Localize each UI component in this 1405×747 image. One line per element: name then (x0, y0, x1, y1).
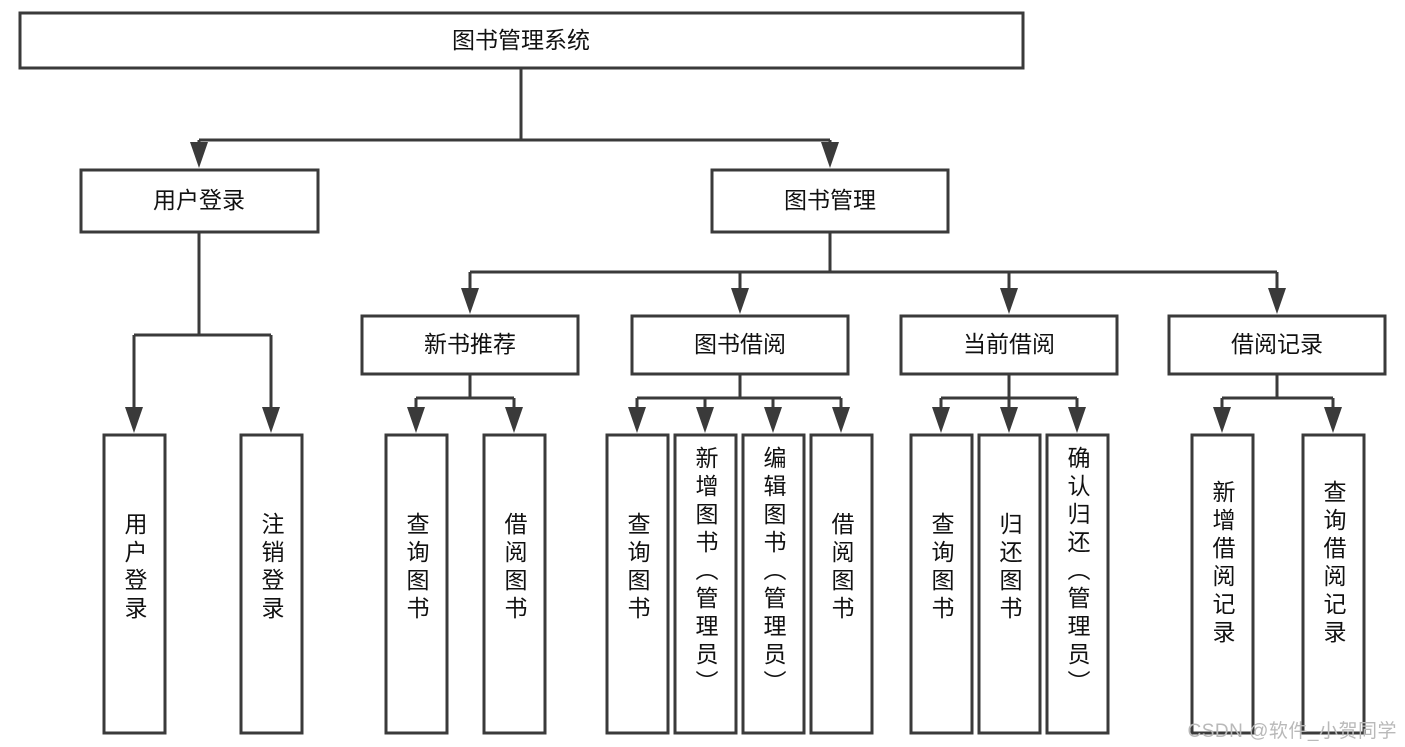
arrow-to-borrow-record (1268, 288, 1286, 314)
node-leaf-add-book-label: 新增图书（管理员） (692, 446, 719, 698)
node-user-login-box[interactable] (79, 168, 320, 234)
node-leaf-query-book-b-label: 查询图书 (624, 512, 651, 624)
node-leaf-return-book-label: 归还图书 (996, 512, 1023, 624)
node-new-book-rec-box[interactable] (360, 314, 580, 376)
arrow-to-leaf-user-login (125, 407, 143, 433)
node-leaf-confirm-return-label: 确认归还（管理员） (1064, 446, 1091, 698)
node-current-borrow-label: 当前借阅 (963, 331, 1055, 357)
node-leaf-query-record[interactable]: 查询借阅记录 (1301, 433, 1366, 735)
node-leaf-add-book-box[interactable] (673, 433, 738, 735)
node-leaf-query-record-label: 查询借阅记录 (1320, 480, 1347, 648)
node-root-box[interactable] (18, 11, 1025, 70)
node-leaf-borrow-book-a-label: 借阅图书 (501, 512, 528, 624)
node-leaf-query-record-box[interactable] (1301, 433, 1366, 735)
connector-layer (125, 68, 1342, 433)
node-leaf-query-book-b[interactable]: 查询图书 (605, 433, 670, 735)
node-leaf-add-record-box[interactable] (1190, 433, 1255, 735)
node-root[interactable]: 图书管理系统 (18, 11, 1025, 70)
csdn-watermark: CSDN @软件_小贺同学 (1187, 721, 1397, 742)
node-leaf-query-book-c-label: 查询图书 (928, 512, 955, 624)
node-new-book-rec[interactable]: 新书推荐 (360, 314, 580, 376)
node-leaf-user-login[interactable]: 用户登录 (102, 433, 167, 735)
node-leaf-borrow-book-a-box[interactable] (482, 433, 547, 735)
arrow-to-leaf-query-book-a (407, 407, 425, 433)
node-leaf-confirm-return[interactable]: 确认归还（管理员） (1045, 433, 1110, 735)
node-leaf-logout[interactable]: 注销登录 (239, 433, 304, 735)
node-leaf-edit-book-label: 编辑图书（管理员） (760, 446, 787, 698)
node-new-book-rec-label: 新书推荐 (424, 331, 516, 357)
node-leaf-query-book-b-box[interactable] (605, 433, 670, 735)
arrow-to-leaf-query-book-c (932, 407, 950, 433)
node-leaf-add-book[interactable]: 新增图书（管理员） (673, 433, 738, 735)
node-leaf-query-book-c[interactable]: 查询图书 (909, 433, 974, 735)
node-leaf-edit-book[interactable]: 编辑图书（管理员） (741, 433, 806, 735)
node-leaf-confirm-return-box[interactable] (1045, 433, 1110, 735)
node-book-borrow-label: 图书借阅 (694, 331, 786, 357)
arrow-to-new-book-rec (461, 288, 479, 314)
node-user-login[interactable]: 用户登录 (79, 168, 320, 234)
arrow-to-leaf-edit-book (764, 407, 782, 433)
node-leaf-query-book-a-label: 查询图书 (403, 512, 430, 624)
node-user-login-label: 用户登录 (153, 187, 245, 213)
node-borrow-record-box[interactable] (1167, 314, 1387, 376)
arrow-to-leaf-add-record (1213, 407, 1231, 433)
arrow-to-leaf-logout (262, 407, 280, 433)
arrow-to-leaf-borrow-book-b (832, 407, 850, 433)
node-current-borrow[interactable]: 当前借阅 (899, 314, 1119, 376)
node-book-borrow-box[interactable] (630, 314, 850, 376)
node-leaf-add-record-label: 新增借阅记录 (1209, 480, 1236, 648)
node-leaf-add-record[interactable]: 新增借阅记录 (1190, 433, 1255, 735)
node-leaf-query-book-a[interactable]: 查询图书 (384, 433, 449, 735)
arrow-to-leaf-add-book (696, 407, 714, 433)
node-leaf-borrow-book-a[interactable]: 借阅图书 (482, 433, 547, 735)
arrow-to-leaf-query-record (1324, 407, 1342, 433)
node-borrow-record[interactable]: 借阅记录 (1167, 314, 1387, 376)
node-book-manage[interactable]: 图书管理 (710, 168, 950, 234)
arrow-root-to-book-manage (821, 142, 839, 168)
node-leaf-user-login-box[interactable] (102, 433, 167, 735)
node-leaf-return-book[interactable]: 归还图书 (977, 433, 1042, 735)
node-leaf-logout-box[interactable] (239, 433, 304, 735)
node-leaf-borrow-book-b-label: 借阅图书 (828, 512, 855, 624)
node-book-borrow[interactable]: 图书借阅 (630, 314, 850, 376)
node-book-manage-box[interactable] (710, 168, 950, 234)
node-leaf-borrow-book-b[interactable]: 借阅图书 (809, 433, 874, 735)
arrow-to-leaf-query-book-b (628, 407, 646, 433)
node-leaf-logout-label: 注销登录 (258, 512, 285, 624)
node-book-manage-label: 图书管理 (784, 187, 876, 213)
node-leaf-query-book-a-box[interactable] (384, 433, 449, 735)
arrow-to-book-borrow (731, 288, 749, 314)
node-root-label: 图书管理系统 (452, 27, 590, 53)
node-leaf-borrow-book-b-box[interactable] (809, 433, 874, 735)
node-leaf-edit-book-box[interactable] (741, 433, 806, 735)
node-current-borrow-box[interactable] (899, 314, 1119, 376)
node-leaf-query-book-c-box[interactable] (909, 433, 974, 735)
node-borrow-record-label: 借阅记录 (1231, 331, 1323, 357)
arrow-to-leaf-return-book (1000, 407, 1018, 433)
arrow-root-to-user-login (190, 142, 208, 168)
arrow-to-current-borrow (1000, 288, 1018, 314)
node-leaf-return-book-box[interactable] (977, 433, 1042, 735)
arrow-to-leaf-borrow-book-a (505, 407, 523, 433)
node-leaf-user-login-label: 用户登录 (121, 512, 148, 624)
arrow-to-leaf-confirm-return (1068, 407, 1086, 433)
